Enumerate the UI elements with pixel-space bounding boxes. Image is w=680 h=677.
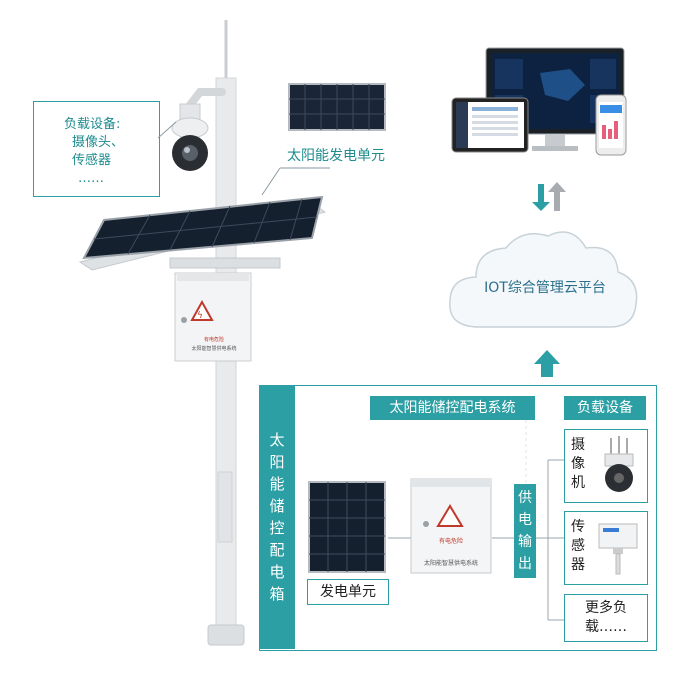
load-header: 负载设备 xyxy=(564,396,646,420)
callout-connector xyxy=(158,121,177,139)
load-sensor-char: 传 xyxy=(571,519,585,535)
pole-cabinet: ϟ xyxy=(174,272,252,362)
load-callout-title: 负载设备: xyxy=(64,117,121,132)
side-title-char: 电 xyxy=(269,563,285,581)
system-cabinet-sign-bottom: 太阳能智慧供电系统 xyxy=(423,560,478,567)
load-camera-char: 机 xyxy=(571,475,585,491)
system-cabinet-sign-top: 有电危险 xyxy=(438,538,463,545)
side-title-char: 能 xyxy=(269,475,285,493)
side-title-char: 太 xyxy=(269,431,285,449)
load-more-line: 载…… xyxy=(585,619,627,635)
cabinet-sign-bottom: 太阳能智慧供电系统 xyxy=(191,346,237,352)
side-title-char: 箱 xyxy=(269,585,285,603)
system-side-title: 太 阳 能 储 控 配 电 箱 xyxy=(259,385,295,649)
ptz-camera-icon xyxy=(171,103,209,171)
side-title-char: 配 xyxy=(269,541,285,559)
power-out-char: 出 xyxy=(518,556,532,572)
cabinet-lock-icon xyxy=(181,317,187,323)
side-title-char: 储 xyxy=(269,497,285,515)
gen-solar-panel xyxy=(308,481,386,573)
power-out-char: 供 xyxy=(518,490,532,506)
pole-base xyxy=(207,624,245,646)
pole-door xyxy=(217,471,233,543)
load-camera-char: 摄 xyxy=(571,437,585,453)
load-callout-item-sensor: 传感器 xyxy=(72,153,112,168)
power-out-char: 输 xyxy=(518,534,532,550)
load-sensor-card: 传 感 器 xyxy=(564,511,648,585)
load-callout: 负载设备: 摄像头、 传感器 …… xyxy=(33,101,160,197)
solar-panel-small xyxy=(288,83,386,131)
system-connectors xyxy=(388,420,564,621)
gen-unit-label: 发电单元 xyxy=(307,579,389,605)
warning-sign-icon xyxy=(190,299,214,321)
load-camera-char: 像 xyxy=(571,456,585,472)
load-camera-card: 摄 像 机 xyxy=(564,429,648,503)
side-title-char: 阳 xyxy=(269,453,285,471)
load-callout-item-more: …… xyxy=(78,171,104,186)
devices-illustration xyxy=(451,47,627,156)
power-out-char: 电 xyxy=(518,512,532,528)
camera-arm xyxy=(186,88,226,109)
load-more-line: 更多负 xyxy=(585,600,627,616)
cloud-shape xyxy=(449,231,638,328)
load-sensor-char: 感 xyxy=(571,538,585,554)
cabinet-handle-icon xyxy=(423,521,429,527)
danger-sign-icon xyxy=(436,504,464,527)
system-header: 太阳能储控配电系统 xyxy=(370,396,535,420)
cabinet-sign-top: 有电危险 xyxy=(203,337,224,343)
svg-text:ϟ: ϟ xyxy=(197,311,203,321)
upload-arrow-icon xyxy=(534,350,560,377)
sensor-icon xyxy=(598,523,638,575)
camera-icon xyxy=(604,436,634,492)
load-more-card: 更多负 载…… xyxy=(564,594,648,642)
pole-illustration: ϟ xyxy=(78,20,330,646)
side-title-char: 控 xyxy=(269,519,285,537)
system-cabinet xyxy=(410,478,492,574)
power-output-label: 供 电 输 出 xyxy=(514,484,536,578)
cloud-platform-label: IOT综合管理云平台 xyxy=(484,280,606,296)
solar-panel-large xyxy=(78,195,327,271)
callout-line xyxy=(261,167,281,196)
solar-unit-label: 太阳能发电单元 xyxy=(287,148,385,164)
sync-arrows-icon xyxy=(532,182,566,211)
load-sensor-char: 器 xyxy=(571,557,585,573)
load-callout-item-camera: 摄像头、 xyxy=(72,135,125,150)
